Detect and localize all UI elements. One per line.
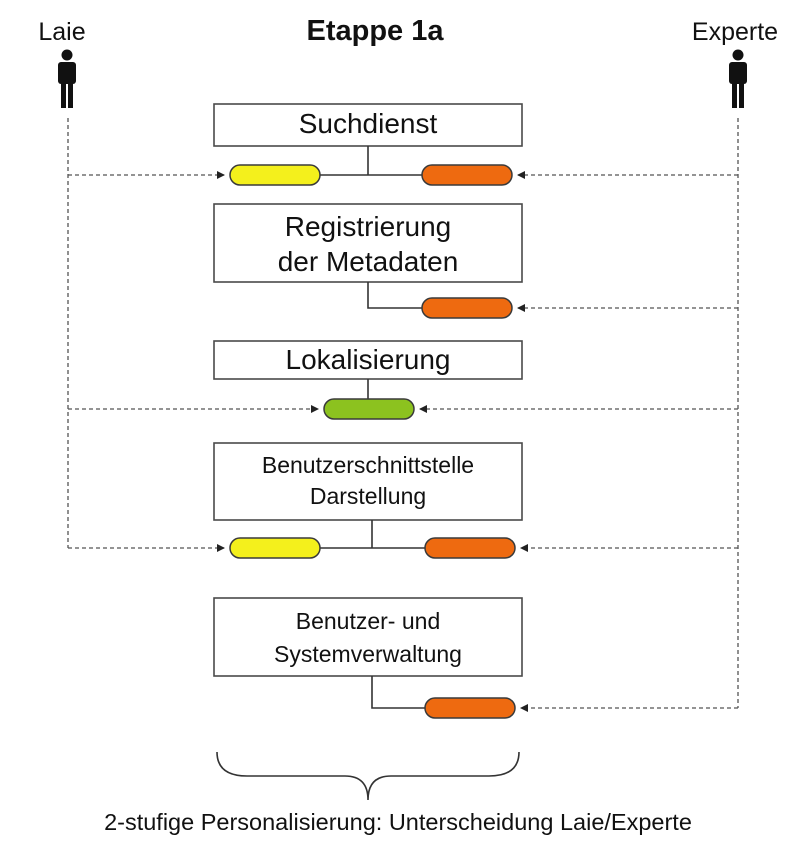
curly-brace <box>216 751 520 801</box>
laie-module-pill <box>229 537 321 559</box>
shared-module-pill <box>323 398 415 420</box>
stage-label-line-1: Benutzer- und <box>296 608 440 634</box>
stage-benutzerschnittstelle: Benutzerschnittstelle Darstellung <box>68 442 738 559</box>
stage-box <box>213 103 523 147</box>
stage-box <box>213 597 523 677</box>
stage-label: Lokalisierung <box>286 344 451 375</box>
laie-person-icon <box>58 49 76 108</box>
experte-module-pill <box>424 537 516 559</box>
experte-module-pill <box>421 297 513 319</box>
role-label-experte: Experte <box>692 18 778 46</box>
stage-label-line-1: Registrierung <box>285 211 452 242</box>
stage-label-line-2: Systemverwaltung <box>274 641 462 667</box>
role-label-laie: Laie <box>38 18 85 46</box>
laie-module-pill <box>229 164 321 186</box>
stage-suchdienst: Suchdienst <box>68 103 738 186</box>
connector-line <box>371 676 425 709</box>
stage-label-line-2: Darstellung <box>310 483 426 509</box>
diagram-title: Etappe 1a <box>307 15 445 47</box>
experte-module-pill <box>424 697 516 719</box>
experte-module-pill <box>421 164 513 186</box>
diagram-caption: 2-stufige Personalisierung: Unterscheidu… <box>104 809 692 835</box>
stage-systemverwaltung: Benutzer- und Systemverwaltung <box>213 597 738 719</box>
stage-box <box>213 340 523 380</box>
stage-label-line-1: Benutzerschnittstelle <box>262 452 474 478</box>
experte-person-icon <box>729 49 747 108</box>
stage-lokalisierung: Lokalisierung <box>68 340 738 420</box>
connector-line <box>367 282 422 309</box>
stage-label: Suchdienst <box>299 108 438 139</box>
stage-box <box>213 442 523 521</box>
stage-label-line-2: der Metadaten <box>278 246 459 277</box>
stage-registrierung: Registrierung der Metadaten <box>213 203 738 319</box>
